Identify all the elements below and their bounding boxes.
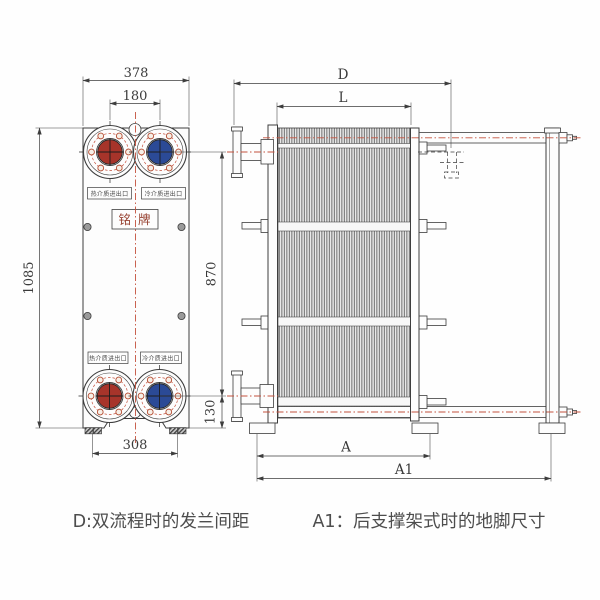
dim-pack-length: L — [339, 90, 348, 106]
front-dimensions: 378 180 1085 870 130 308 — [22, 66, 226, 458]
movable-plate — [410, 127, 420, 422]
hot-outlet-port-icon — [77, 364, 142, 428]
front-view-drawing: 热介质进出口 冷介质进出口 热介质进出口 冷介质进出口 铭牌 378 180 — [22, 66, 226, 458]
dim-bottom-offset: 130 — [204, 400, 219, 425]
dim-foot-spacing: 308 — [123, 438, 148, 453]
port-label-top-left: 热介质进出口 — [91, 190, 129, 198]
front-feet — [84, 427, 187, 435]
nameplate: 铭牌 — [111, 209, 159, 230]
caption-a1-note: A1：后支撑架式时的地脚尺寸 — [312, 512, 545, 532]
nameplate-text: 铭牌 — [119, 212, 158, 227]
rear-support-column — [544, 127, 577, 424]
port-labels: 热介质进出口 冷介质进出口 热介质进出口 冷介质进出口 — [87, 187, 186, 364]
side-feet — [249, 422, 566, 434]
phantom-plate-position — [418, 151, 464, 179]
side-dimensions: D L A A1 — [233, 67, 552, 482]
fixed-plate — [267, 124, 278, 424]
dim-port-spacing: 180 — [123, 89, 148, 104]
dim-width: 378 — [124, 66, 149, 81]
dim-front-foot-span: A — [340, 440, 351, 456]
tie-bolts-left — [241, 219, 271, 330]
port-label-bottom-right: 冷介质进出口 — [142, 354, 180, 362]
dim-flange-span: D — [338, 67, 349, 83]
plate-pack — [277, 127, 412, 419]
side-centerlines — [227, 137, 583, 413]
tie-bolts-right — [417, 141, 447, 409]
top-lug — [128, 123, 142, 136]
side-view-drawing: D L A A1 — [227, 67, 583, 482]
frame-bolts — [83, 222, 186, 320]
caption-row: D:双流程时的发兰间距 A1：后支撑架式时的地脚尺寸 — [73, 512, 546, 532]
dim-height: 1085 — [22, 261, 37, 294]
port-label-top-right: 冷介质进出口 — [145, 190, 183, 198]
dim-rear-foot-span: A1 — [394, 462, 413, 478]
port-label-bottom-left: 热介质进出口 — [89, 354, 127, 362]
caption-d-note: D:双流程时的发兰间距 — [73, 512, 250, 532]
hot-inlet-port-icon — [78, 120, 142, 184]
dim-port-span: 870 — [205, 262, 220, 287]
